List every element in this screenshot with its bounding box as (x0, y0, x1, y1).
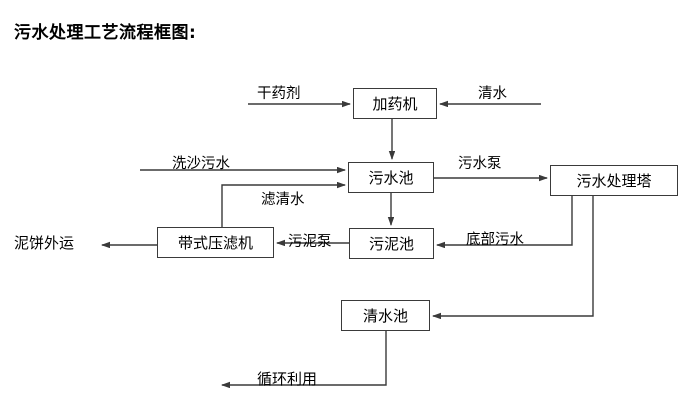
terminal-label-recycle-use: 循环利用 (257, 370, 318, 388)
node-belt-filter-press[interactable]: 带式压滤机 (157, 227, 274, 258)
edge-label-sewage-pump: 污水泵 (458, 156, 502, 172)
terminal-label-mud-cake-out: 泥饼外运 (14, 234, 75, 252)
node-label: 污水池 (368, 169, 414, 187)
node-label: 污泥池 (368, 235, 414, 253)
edge-label-bottom-sewage: 底部污水 (466, 232, 524, 248)
node-sludge-pool[interactable]: 污泥池 (349, 228, 434, 259)
node-label: 污水处理塔 (576, 172, 652, 190)
edge-label-filtrate-water: 滤清水 (261, 192, 305, 208)
node-label: 加药机 (372, 95, 418, 113)
page-title: 污水处理工艺流程框图: (14, 23, 197, 43)
node-dosing-machine[interactable]: 加药机 (353, 88, 437, 119)
edge-label-sludge-pump: 污泥泵 (288, 234, 332, 250)
wire-clean-water-to-recycle (221, 331, 387, 389)
wire-tower-to-sludge (436, 196, 573, 249)
node-label: 带式压滤机 (177, 234, 253, 252)
edge-label-clean-water-inlet: 清水 (478, 86, 507, 102)
wire-tower-to-clean-water (432, 196, 594, 320)
node-label: 清水池 (362, 307, 408, 325)
edge-label-sand-wash-sewage: 洗沙污水 (172, 156, 230, 172)
wire-filtrate-to-sewage-pool (221, 181, 346, 227)
node-clean-water-pool[interactable]: 清水池 (341, 300, 430, 331)
edge-label-dry-reagent: 干药剂 (257, 86, 301, 102)
node-treatment-tower[interactable]: 污水处理塔 (550, 165, 678, 196)
node-sewage-pool[interactable]: 污水池 (348, 162, 434, 193)
